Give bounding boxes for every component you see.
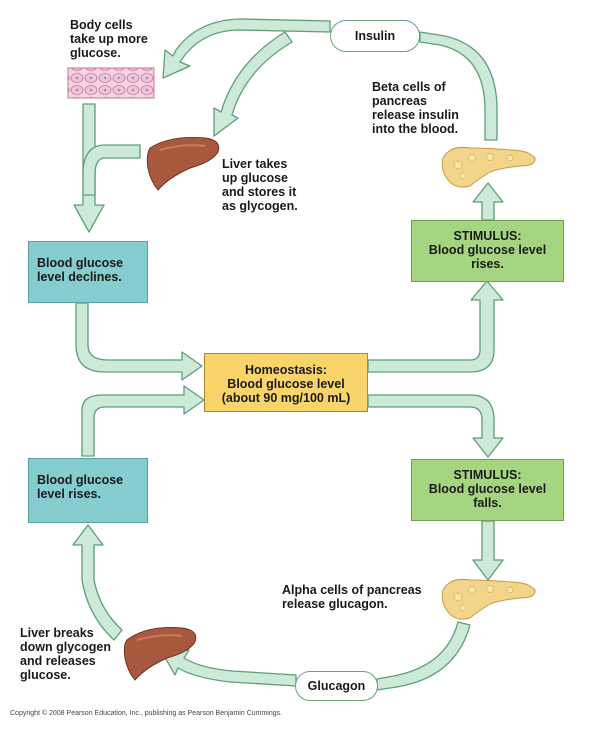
arrow-stimulus-to-beta-pancreas [472, 182, 504, 221]
arrow-paths [72, 18, 504, 691]
arrow-pancreas-to-glucagon [376, 621, 471, 691]
insulin-label: Insulin [330, 20, 420, 52]
arrow-liver-to-level-rises [72, 524, 123, 641]
beta-cells-label: Beta cells of pancreas release insulin i… [372, 80, 459, 136]
arrow-declines-to-homeostasis [75, 302, 203, 381]
liver-breaks-down-label: Liver breaks down glycogen and releases … [20, 626, 111, 682]
blood-glucose-rises-box: Blood glucose level rises. [28, 458, 148, 523]
pancreas-icon [441, 147, 536, 188]
blood-glucose-declines-box: Blood glucose level declines. [28, 241, 148, 303]
stimulus-falls-box: STIMULUS: Blood glucose level falls. [411, 459, 564, 521]
glucagon-label: Glucagon [295, 671, 378, 701]
body-cells-label: Body cells take up more glucose. [70, 18, 148, 60]
liver-takes-up-label: Liver takes up glucose and stores it as … [222, 157, 298, 213]
arrow-homeostasis-to-stimulus-falls [367, 394, 504, 458]
arrow-insulin-to-liver [213, 31, 293, 137]
alpha-cells-label: Alpha cells of pancreas release glucagon… [282, 583, 422, 611]
arrow-pancreas-to-insulin [419, 31, 498, 141]
body-cells-tissue-icon [67, 67, 155, 99]
pancreas-icon [441, 579, 536, 620]
homeostasis-box: Homeostasis: Blood glucose level (about … [204, 353, 368, 412]
liver-icon [146, 137, 220, 191]
arrow-glucagon-to-liver [161, 649, 297, 687]
arrow-liver-merge [82, 144, 141, 196]
liver-icon [123, 627, 197, 681]
stimulus-rises-box: STIMULUS: Blood glucose level rises. [411, 220, 564, 282]
arrow-homeostasis-to-stimulus-rises [367, 280, 504, 373]
arrow-insulin-to-body-cells [162, 18, 331, 79]
copyright-text: Copyright © 2008 Pearson Education, Inc.… [10, 710, 283, 717]
arrow-stimulus-to-alpha-pancreas [472, 520, 504, 581]
arrow-level-rises-to-homeostasis [81, 385, 205, 457]
